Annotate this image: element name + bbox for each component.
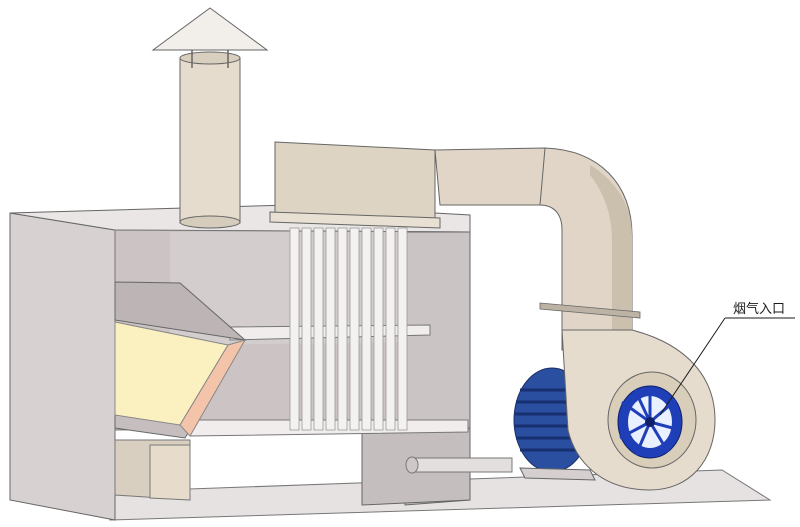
chimney-base xyxy=(179,215,241,229)
callout-leader xyxy=(659,317,726,416)
tube-bundle xyxy=(289,227,408,431)
duct-elbow-shade xyxy=(590,165,632,350)
collector-box-front xyxy=(274,141,436,221)
centrifugal-fan-icon xyxy=(617,385,683,459)
chimney-stack xyxy=(179,57,241,224)
filter-panel-edge xyxy=(179,339,247,437)
shaft-end xyxy=(405,456,419,474)
duct-band xyxy=(539,302,641,319)
drive-shaft xyxy=(411,457,513,473)
chimney-top-rim xyxy=(179,51,241,65)
cone-cap-icon xyxy=(151,7,269,51)
callout-flue-gas-inlet: 烟气入口 xyxy=(733,301,785,317)
bottom-drawer-front xyxy=(149,444,191,501)
collector-box-base xyxy=(269,211,441,229)
motor-base xyxy=(519,467,596,481)
housing-left-wall xyxy=(9,212,116,521)
